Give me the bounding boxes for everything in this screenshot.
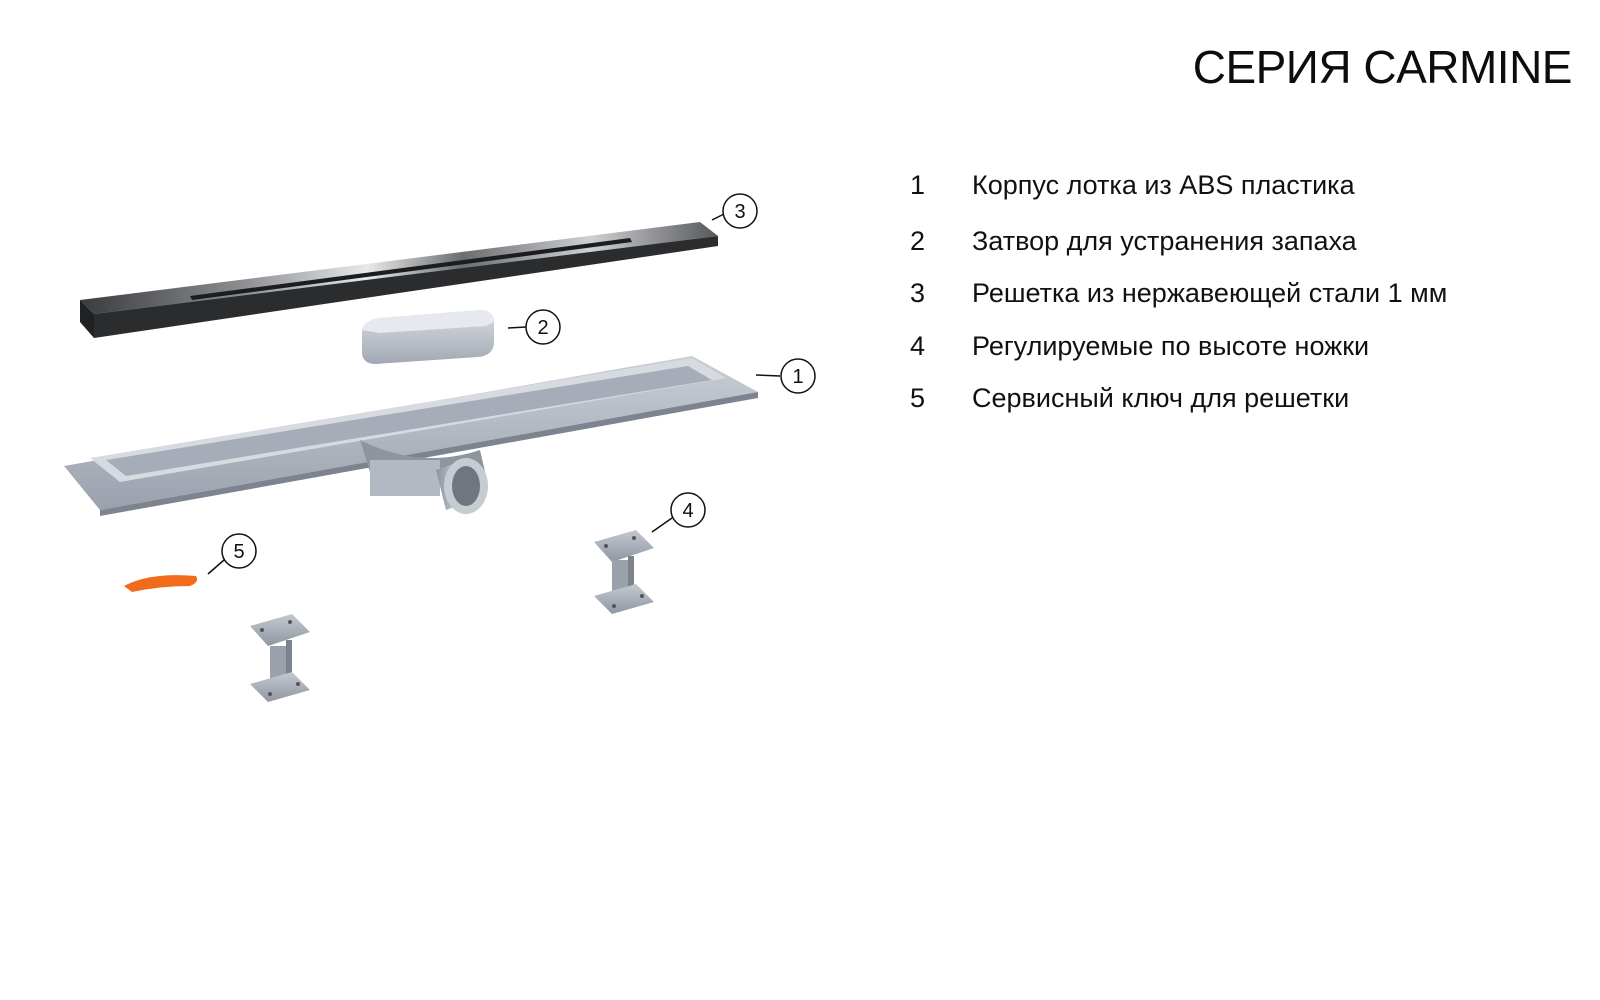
legend-text: Сервисный ключ для решетки	[972, 383, 1350, 413]
callout-3: 3	[711, 193, 758, 229]
legend-text: Затвор для устранения запаха	[972, 226, 1357, 256]
legend-text: Решетка из нержавеющей стали 1 мм	[972, 278, 1448, 308]
callout-2: 2	[507, 309, 561, 345]
odour-trap-part	[362, 310, 494, 364]
legend-number: 3	[910, 278, 926, 308]
legend-text: Корпус лотка из ABS пластика	[972, 170, 1355, 200]
legend-number: 2	[910, 226, 926, 256]
exploded-diagram: 3 2 1 4 5	[64, 193, 816, 702]
legend-number: 4	[910, 331, 926, 361]
tray-part	[64, 356, 758, 516]
callout-label: 3	[734, 201, 745, 223]
foot-part-right	[594, 530, 654, 614]
grate-part	[80, 222, 718, 338]
callout-label: 4	[682, 500, 693, 522]
callout-label: 1	[792, 366, 803, 388]
foot-part-left	[250, 614, 310, 702]
callout-4: 4	[651, 492, 706, 533]
page-title: СЕРИЯ CARMINE	[1192, 41, 1573, 93]
callout-label: 2	[537, 317, 548, 339]
callout-1: 1	[755, 358, 816, 394]
service-key-part	[124, 575, 198, 592]
legend-number: 1	[910, 170, 926, 200]
legend-text: Регулируемые по высоте ножки	[972, 331, 1370, 361]
callout-label: 5	[233, 541, 244, 563]
legend-number: 5	[910, 383, 926, 413]
callout-5: 5	[207, 533, 257, 575]
